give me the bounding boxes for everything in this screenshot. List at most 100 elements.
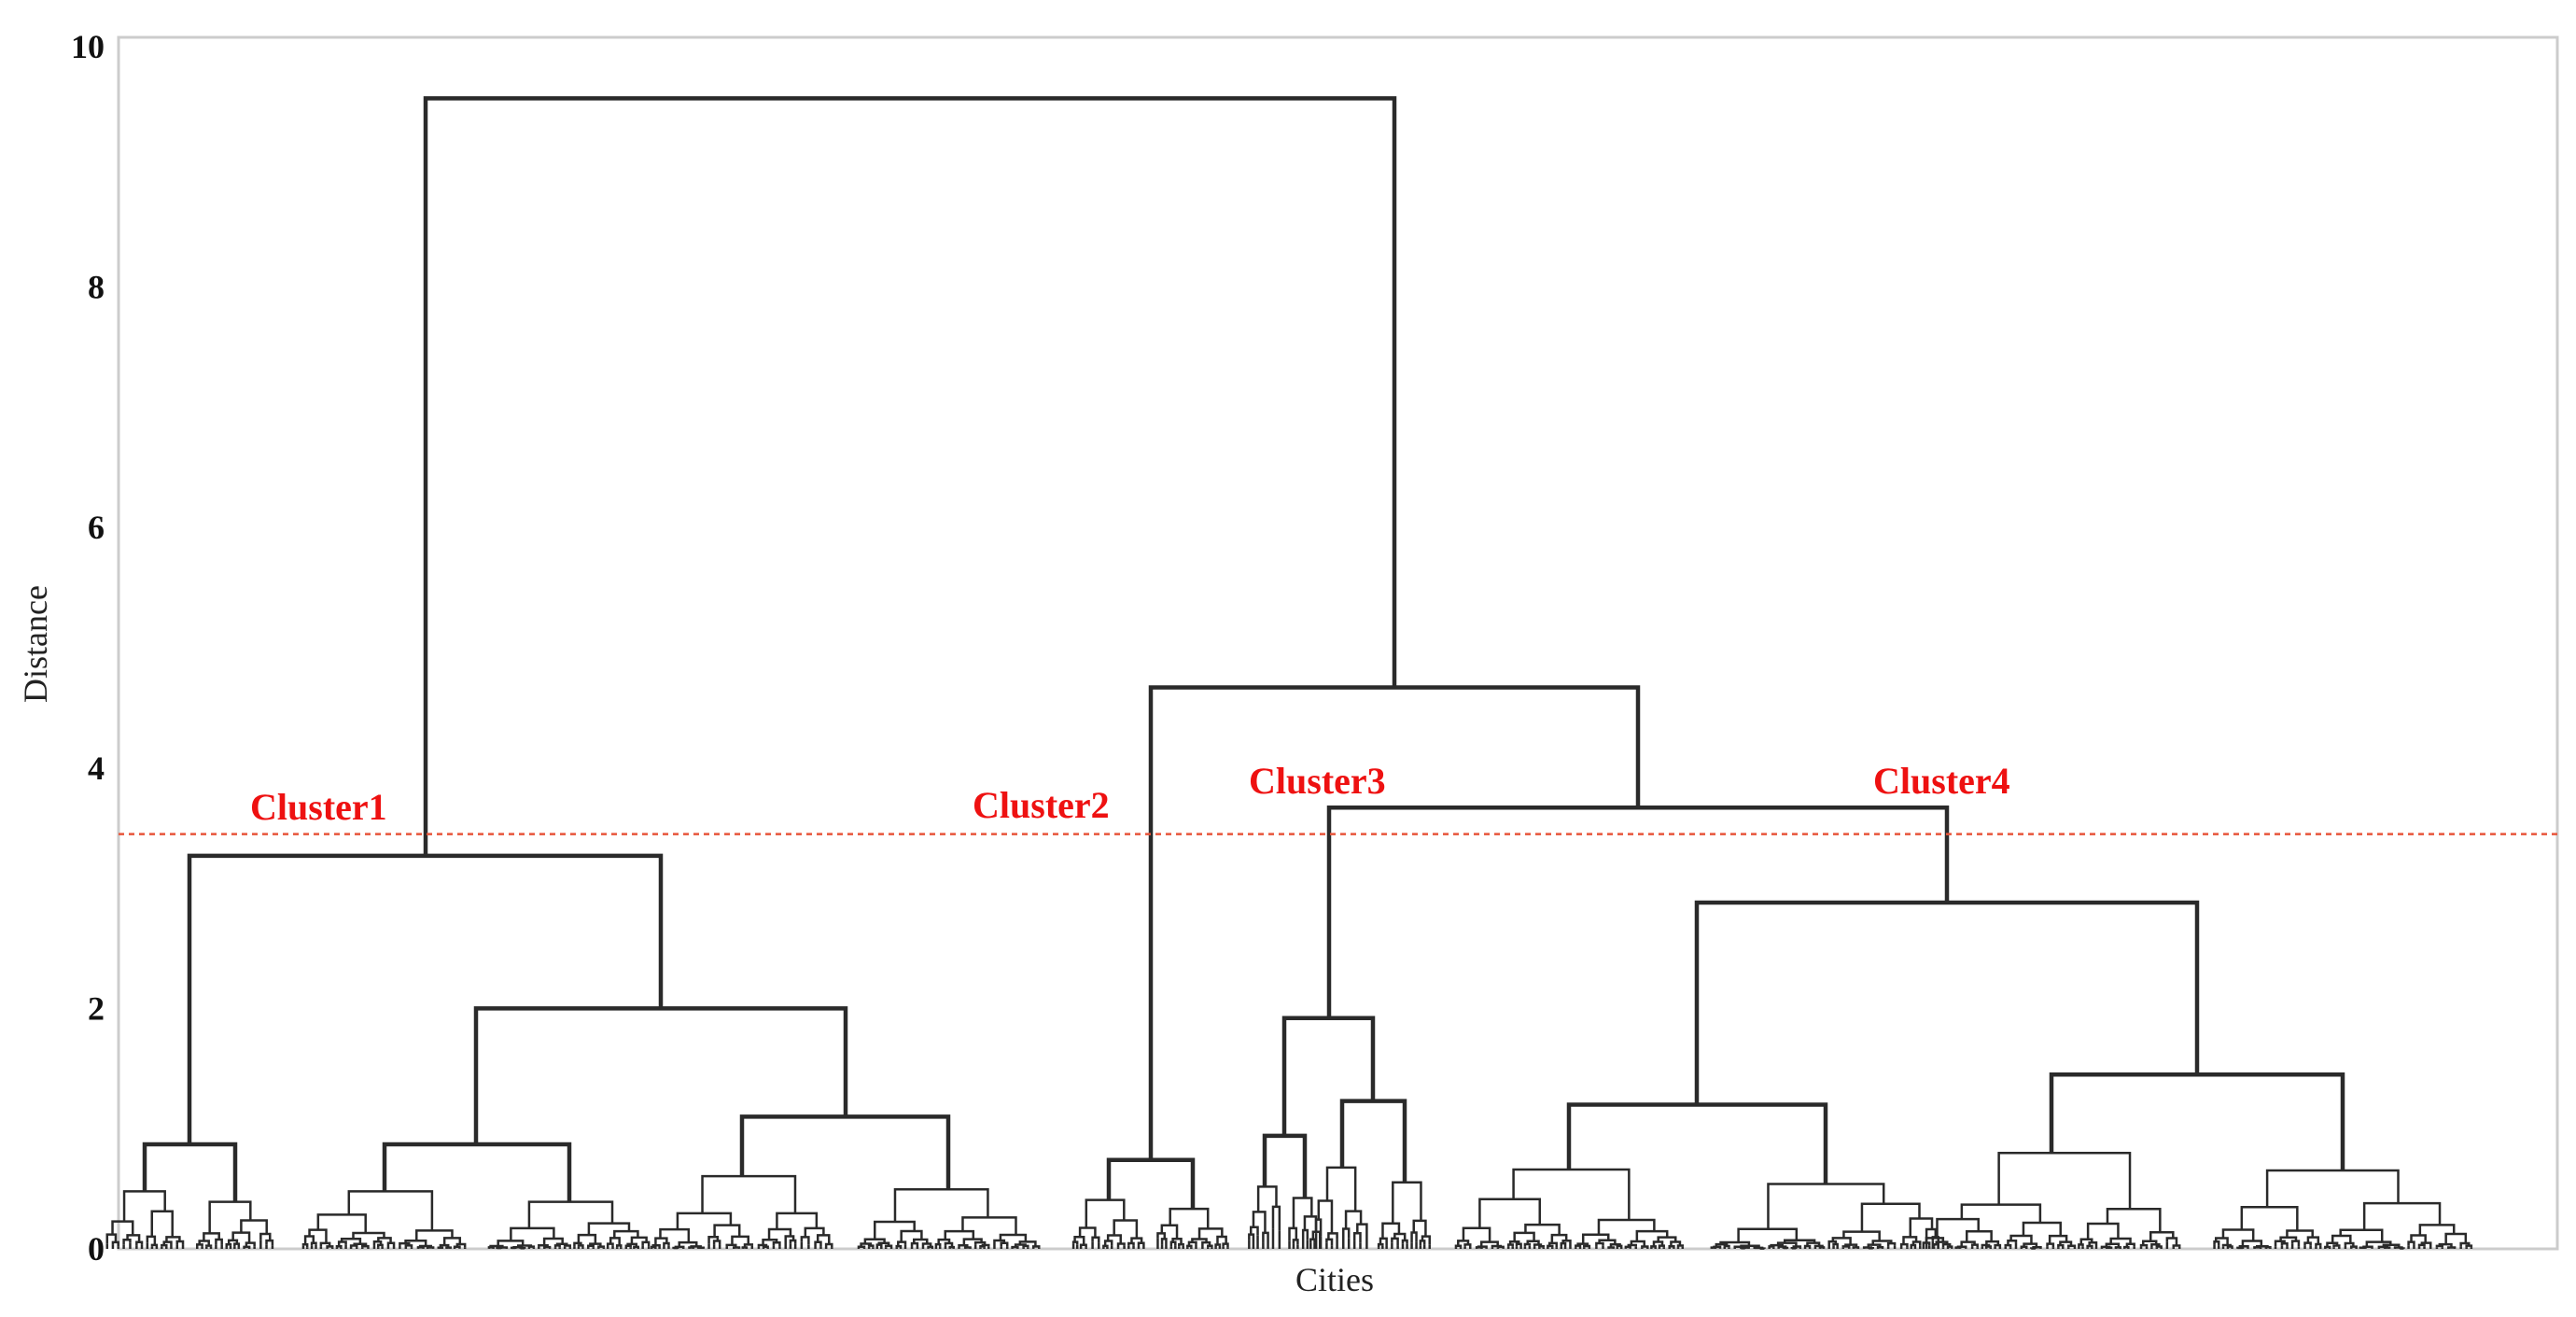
leaf-branch [301, 1243, 309, 1248]
leaf-branch [624, 1244, 632, 1248]
leaf-branch [733, 1246, 741, 1249]
y-tick-label: 8 [88, 269, 105, 306]
leaf-branch [615, 1244, 623, 1248]
leaf-branch [1342, 1227, 1351, 1240]
leaf-branch [1526, 1240, 1540, 1245]
leaf-branch [1876, 1246, 1884, 1249]
leaf-branch [944, 1229, 975, 1240]
leaf-branch [347, 1190, 434, 1231]
leaf-branch [857, 1245, 866, 1248]
leaf-branch [707, 1235, 720, 1244]
leaf-branch [1598, 1239, 1617, 1245]
leaf-branch [2048, 1234, 2068, 1244]
leaf-branch [663, 1241, 670, 1246]
leaf-branch [1252, 1211, 1267, 1233]
leaf-branch [527, 1245, 536, 1248]
leaf-branch [2326, 1241, 2339, 1248]
leaf-branch [2465, 1244, 2473, 1248]
leaf-branch [240, 1219, 268, 1235]
leaf-branch [2086, 1222, 2120, 1240]
leaf-branch [2435, 1244, 2443, 1248]
leaf-branch [1583, 1244, 1591, 1248]
leaf-branch [1216, 1235, 1227, 1245]
leaf-branch [404, 1240, 427, 1246]
leaf-branch [150, 1243, 159, 1248]
leaf-branch [416, 1246, 425, 1249]
dendrogram-leaves [105, 1152, 2473, 1250]
leaf-branch [2418, 1224, 2456, 1236]
leaf-branch [650, 1245, 657, 1249]
leaf-branch [713, 1224, 741, 1238]
leaf-branch [1356, 1223, 1368, 1234]
leaf-branch [927, 1245, 934, 1249]
leaf-branch [2417, 1243, 2426, 1247]
leaf-branch [804, 1226, 825, 1238]
merge-c1_bc [473, 1006, 848, 1144]
leaf-branch [867, 1244, 875, 1248]
leaf-branch [1256, 1185, 1278, 1212]
leaf-branch [1818, 1246, 1826, 1249]
merge-c3_a [1262, 1133, 1308, 1198]
leaf-branch [510, 1226, 555, 1241]
leaf-branch [1994, 1243, 2002, 1248]
leaf-branch [1970, 1243, 1979, 1248]
leaf-branch [111, 1240, 119, 1247]
leaf-branch [1595, 1241, 1604, 1247]
leaf-branch [1178, 1242, 1184, 1247]
leaf-branch [1902, 1236, 1918, 1245]
leaf-branch [2009, 1234, 2033, 1244]
leaf-branch [1463, 1243, 1472, 1247]
leaf-branch [2303, 1241, 2312, 1246]
cluster-label-2: Cluster2 [973, 784, 1110, 826]
leaf-branch [308, 1228, 328, 1243]
leaf-branch [215, 1238, 223, 1245]
leaf-branch [1832, 1242, 1839, 1246]
leaf-branch [1207, 1244, 1213, 1248]
leaf-branch [1954, 1246, 1962, 1249]
leaf-branch [1171, 1238, 1183, 1245]
leaf-branch [1169, 1207, 1210, 1229]
leaf-branch [993, 1239, 1006, 1245]
merge-c1_a [142, 1142, 238, 1202]
leaf-branch [1985, 1240, 2000, 1246]
leaf-branch [198, 1240, 210, 1246]
leaf-branch [2067, 1244, 2077, 1248]
leaf-branch [1421, 1235, 1431, 1245]
leaf-branch [1658, 1244, 1665, 1248]
leaf-branch [776, 1212, 819, 1229]
leaf-branch [2315, 1242, 2322, 1247]
leaf-branch [900, 1229, 923, 1242]
leaf-branch [2122, 1245, 2130, 1249]
leaf-branch [1936, 1217, 1980, 1239]
leaf-branch [824, 1242, 833, 1248]
leaf-branch [2155, 1245, 2163, 1248]
leaf-branch [897, 1240, 907, 1247]
leaf-branch [1160, 1224, 1179, 1240]
leaf-branch [2007, 1239, 2018, 1246]
leaf-branch [1031, 1245, 1041, 1249]
leaf-branch [2349, 1245, 2358, 1249]
leaf-branch [135, 1240, 144, 1246]
leaf-branch [1187, 1240, 1197, 1246]
leaf-branch [1676, 1244, 1685, 1248]
leaf-branch [1078, 1226, 1097, 1238]
leaf-branch [337, 1240, 347, 1247]
leaf-branch [816, 1234, 831, 1244]
leaf-branch [2020, 1245, 2028, 1249]
leaf-branch [1478, 1198, 1542, 1228]
merge-c3_b [1339, 1099, 1407, 1183]
leaf-branch [265, 1239, 274, 1246]
leaf-branch [1457, 1240, 1470, 1246]
leaf-branch [445, 1246, 452, 1249]
leaf-branch [497, 1240, 525, 1247]
leaf-branch [326, 1245, 334, 1249]
leaf-branch [895, 1244, 903, 1249]
leaf-branch [1871, 1240, 1893, 1245]
leaf-branch [439, 1243, 450, 1248]
y-tick-label: 4 [88, 750, 105, 787]
leaf-branch [973, 1240, 987, 1246]
leaf-branch [772, 1241, 781, 1247]
leaf-branch [2444, 1232, 2468, 1245]
leaf-branch [360, 1244, 370, 1248]
leaf-branch [1984, 1245, 1992, 1249]
